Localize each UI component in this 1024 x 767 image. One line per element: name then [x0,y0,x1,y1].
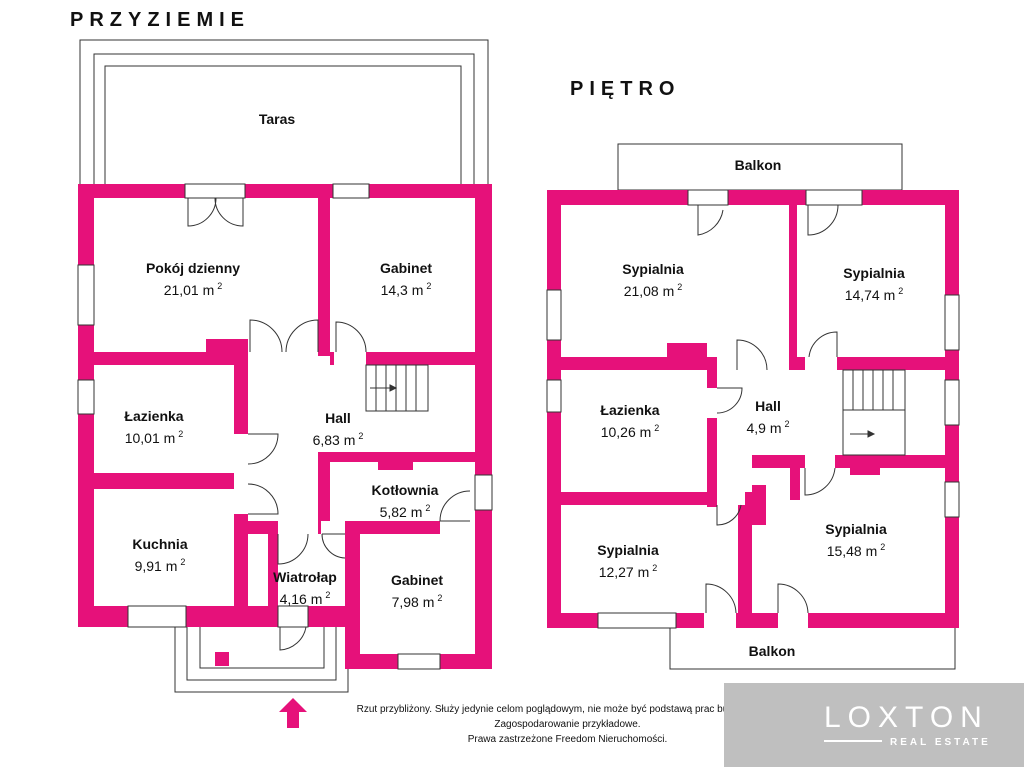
room-name: Sypialnia [622,261,684,277]
upper-floor-title: PIĘTRO [570,78,681,100]
room-name: Kuchnia [132,536,188,552]
room-name: Sypialnia [597,542,659,558]
room-name: Łazienka [124,408,184,424]
upper-balcony-bottom-outline [669,624,956,670]
room-name: Pokój dzienny [145,260,241,276]
brand-logo: LOXTON REAL ESTATE [724,683,1024,767]
taras-label: Taras [258,111,296,127]
room-name: Wiatrołap [273,569,337,585]
balkon-top-label: Balkon [734,157,782,173]
room-name: Sypialnia [825,521,887,537]
ground-stairs [365,364,429,412]
ground-windows [77,183,493,670]
upper-doors [697,204,839,614]
brand-name: LOXTON [824,701,989,734]
disclaimer-line: Rzut przybliżony. Służy jedynie celom po… [356,704,779,715]
disclaimer: Rzut przybliżony. Służy jedynie celom po… [340,702,795,747]
room-name: Gabinet [390,572,444,588]
disclaimer-line: Prawa zastrzeżone Freedom Nieruchomości. [467,734,668,745]
porch-outline [174,620,349,693]
room-name: Łazienka [600,402,660,418]
up-arrow-icon [279,698,307,728]
ground-doors [187,197,471,651]
ground-door-gaps [234,352,475,534]
room-name: Sypialnia [843,265,905,281]
room-name: Kotłownia [371,482,439,498]
brand-divider [824,740,882,742]
upper-stairs [842,369,906,456]
ground-floor-title: PRZYZIEMIE [70,9,251,31]
upper-door-gaps [704,357,837,628]
room-name: Hall [755,398,781,414]
balkon-bottom-label: Balkon [748,643,796,659]
upper-windows [546,189,960,629]
disclaimer-line: Zagospodarowanie przykładowe. [494,719,641,730]
room-name: Hall [325,410,351,426]
brand-subtitle: REAL ESTATE [890,737,991,748]
room-name: Gabinet [379,260,433,276]
